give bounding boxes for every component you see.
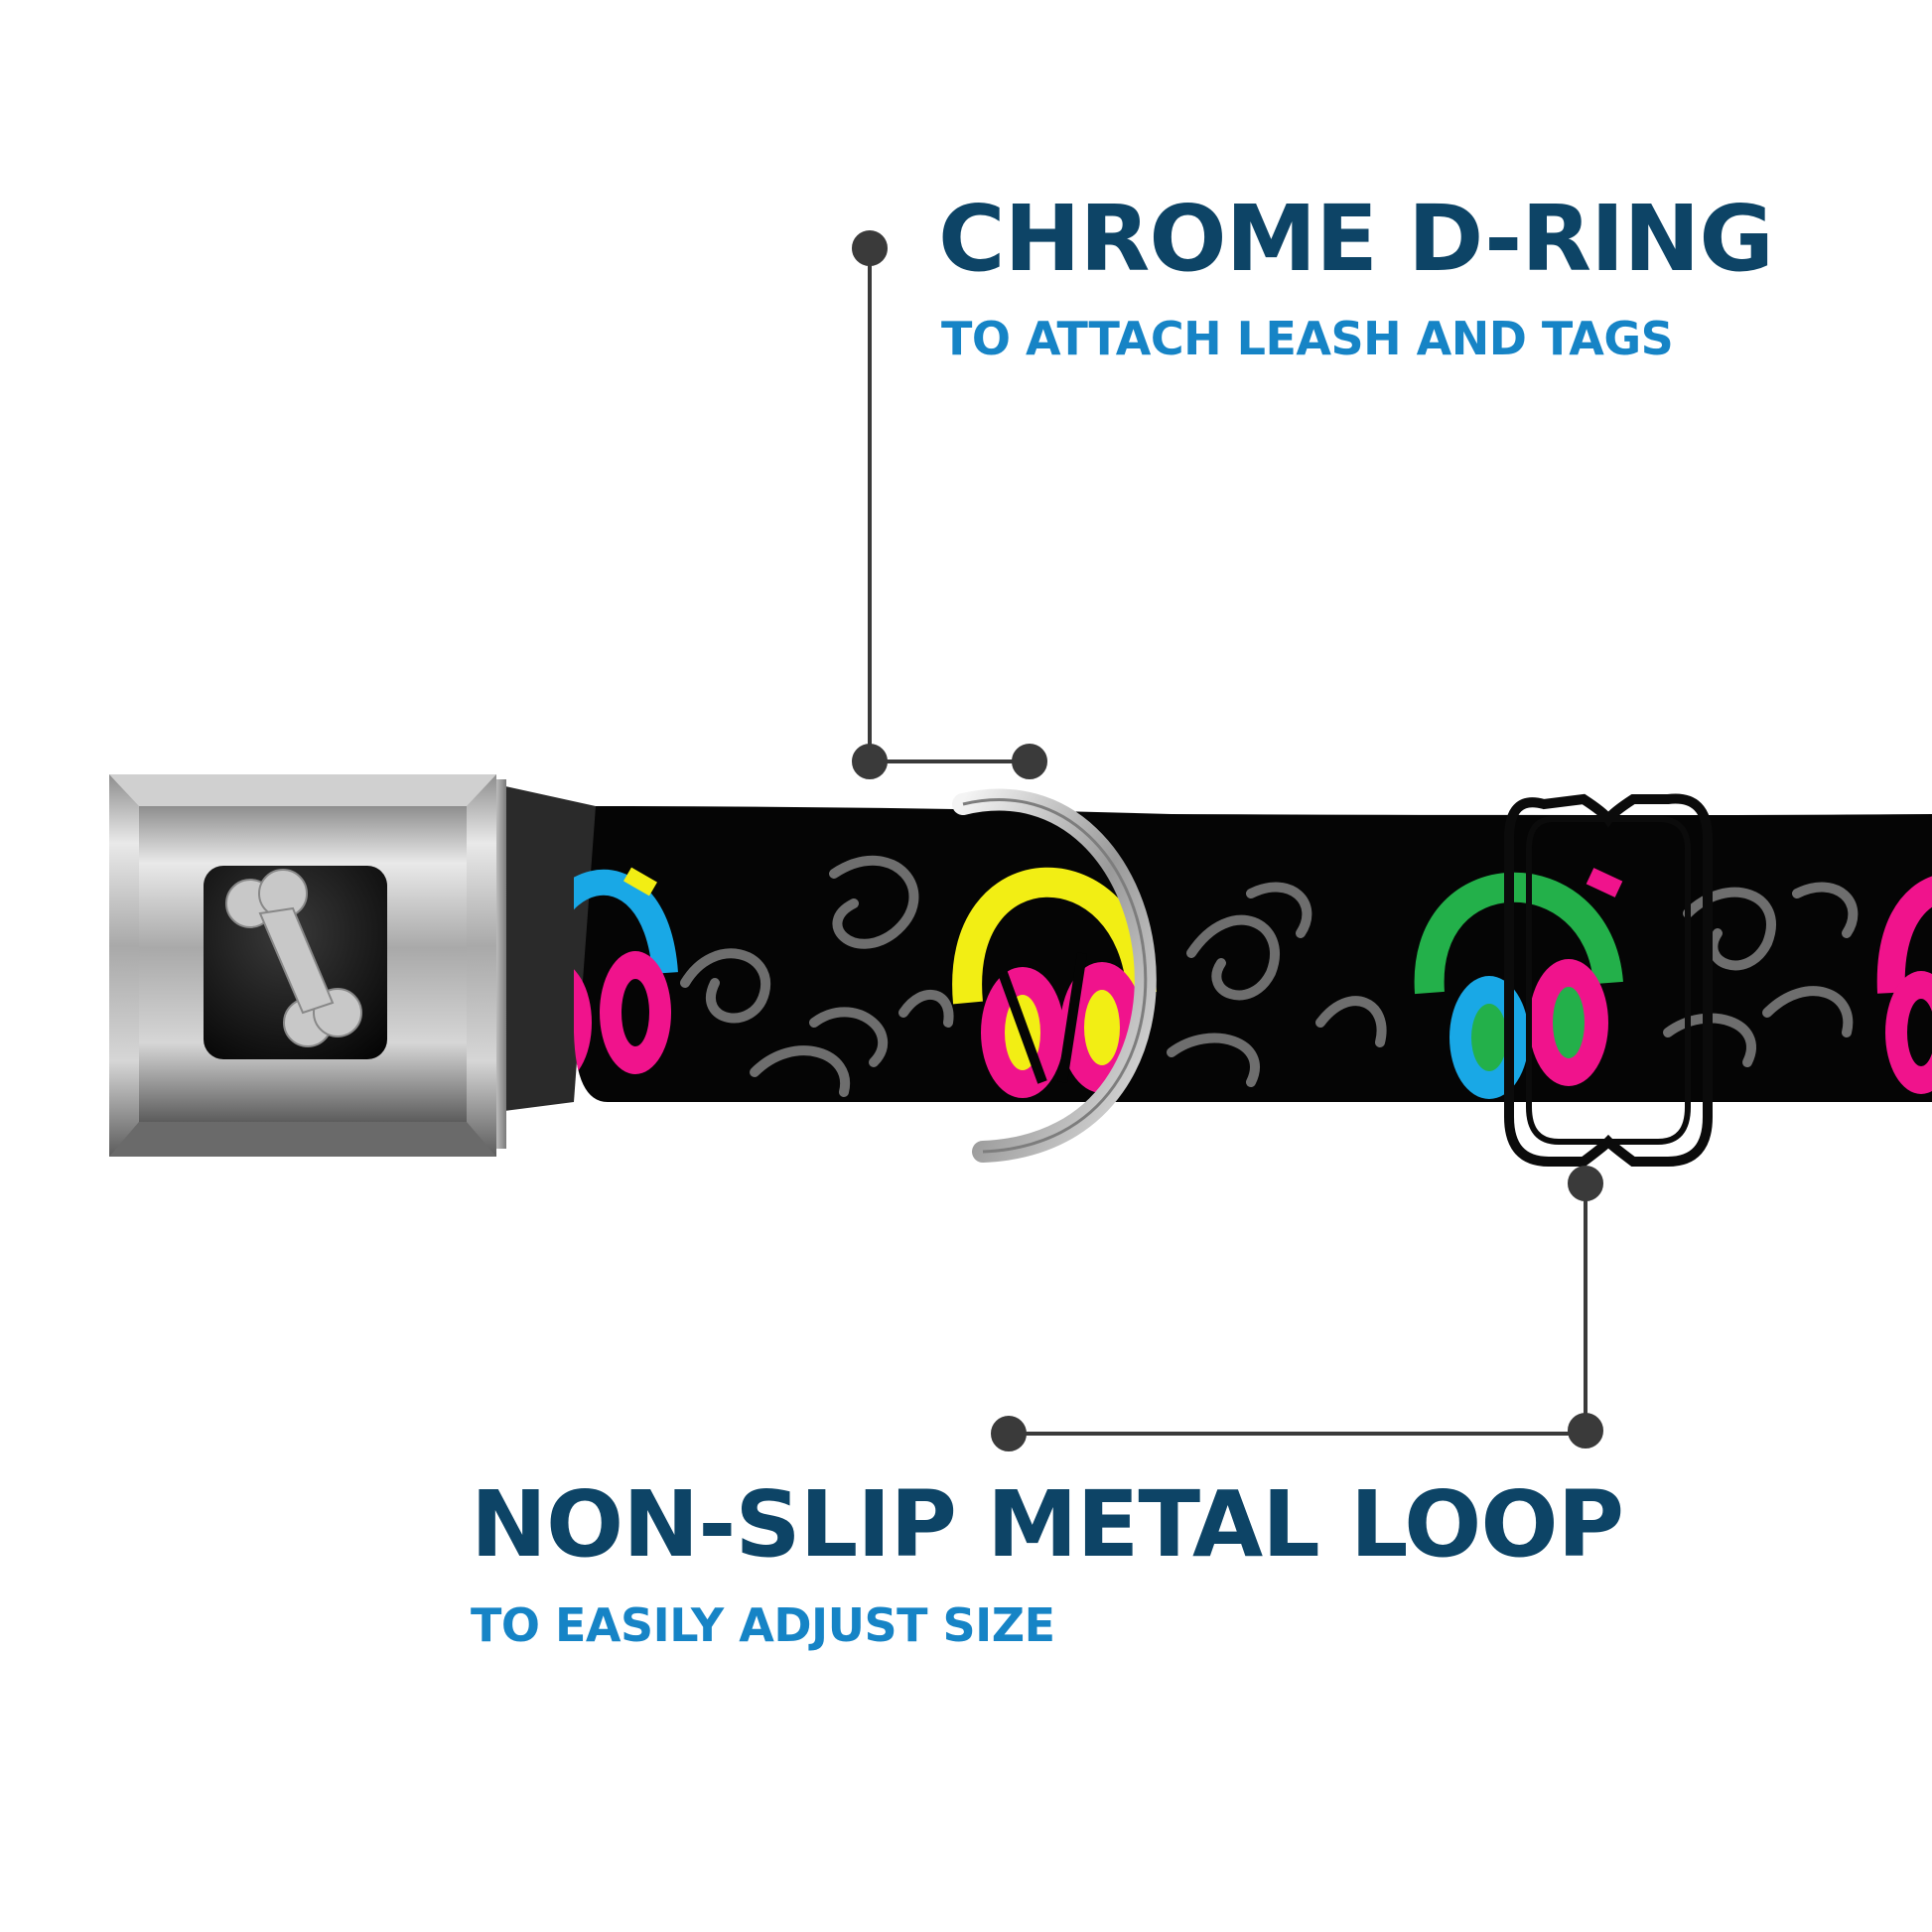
leader-dot xyxy=(852,230,888,266)
metal-loop-callout-title: NON-SLIP METAL LOOP xyxy=(471,1471,1624,1578)
d-ring-leader-line xyxy=(852,230,1047,779)
leader-dot xyxy=(852,744,888,779)
chrome-d-ring xyxy=(952,788,1157,1163)
metal-loop-leader-line xyxy=(991,1166,1603,1451)
swirl-pattern xyxy=(680,856,1859,1097)
metal-slide-loop xyxy=(1504,793,1713,1167)
headphones-icon xyxy=(1876,873,1932,1094)
collar-strap xyxy=(496,784,1932,1112)
d-ring-callout-subtitle: TO ATTACH LEASH AND TAGS xyxy=(941,312,1674,365)
dog-bone-icon xyxy=(225,869,362,1047)
leader-dot xyxy=(991,1416,1027,1451)
headphones-icon xyxy=(952,867,1157,1098)
seatbelt-buckle xyxy=(109,774,506,1157)
d-ring-callout-title: CHROME D-RING xyxy=(938,186,1774,292)
metal-loop-callout-subtitle: TO EASILY ADJUST SIZE xyxy=(471,1598,1055,1652)
headphones-icon xyxy=(574,867,678,1084)
leader-dot xyxy=(1012,744,1047,779)
leader-dot xyxy=(1568,1413,1603,1449)
leader-dot xyxy=(1568,1166,1603,1201)
